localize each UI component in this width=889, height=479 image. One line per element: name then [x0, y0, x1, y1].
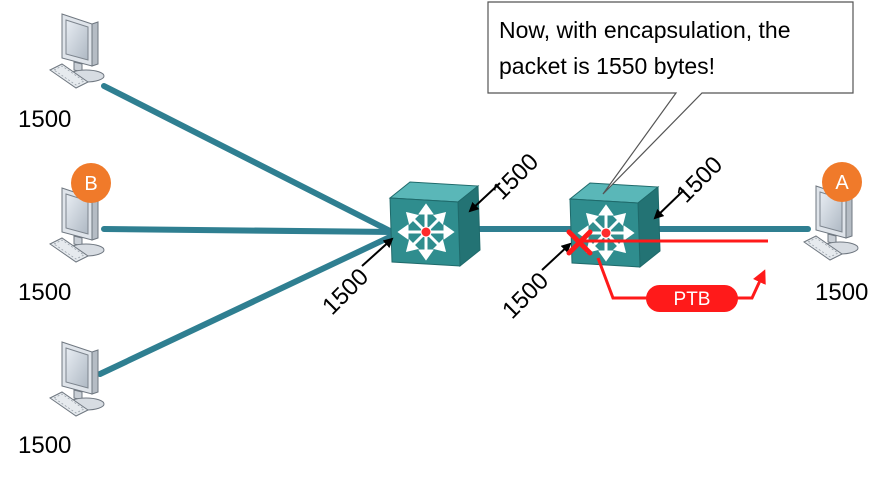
router-1[interactable] [388, 180, 482, 268]
callout: Now, with encapsulation, the packet is 1… [487, 1, 854, 195]
router-1-right-mtu: 1500 [487, 148, 544, 205]
link-host-1-router-1 [101, 83, 395, 235]
router-2-left-mtu: 1500 [497, 267, 554, 324]
callout-line-1: Now, with encapsulation, the [499, 17, 791, 43]
ptb-label: PTB [674, 289, 711, 310]
host-a-mtu: 1500 [815, 279, 868, 306]
callout-line-2: packet is 1550 bytes! [499, 53, 715, 79]
host-3[interactable] [49, 341, 105, 417]
host-a-badge: A [822, 162, 862, 202]
router-1-right-pointer [468, 182, 501, 213]
network-links [97, 83, 811, 377]
router-1-left-mtu: 1500 [317, 263, 374, 320]
ptb-badge [646, 285, 738, 312]
host-b-mtu: 1500 [18, 279, 71, 306]
router-2-right-mtu: 1500 [671, 151, 728, 208]
svg-text:A: A [835, 172, 849, 194]
router-2-left-pointer [541, 242, 572, 271]
link-host-3-router-1 [97, 233, 395, 377]
router-2-right-pointer [653, 189, 685, 220]
ptb-path: PTB [580, 239, 768, 312]
host-3-mtu: 1500 [18, 432, 71, 459]
svg-text:B: B [84, 173, 97, 195]
host-1-mtu: 1500 [18, 106, 71, 133]
host-b-badge: B [71, 163, 111, 203]
host-1[interactable] [49, 13, 105, 89]
router-2[interactable] [568, 181, 662, 269]
router-1-left-pointer [361, 237, 394, 267]
drop-x-icon [566, 229, 593, 256]
link-host-b-router-1 [101, 226, 395, 235]
